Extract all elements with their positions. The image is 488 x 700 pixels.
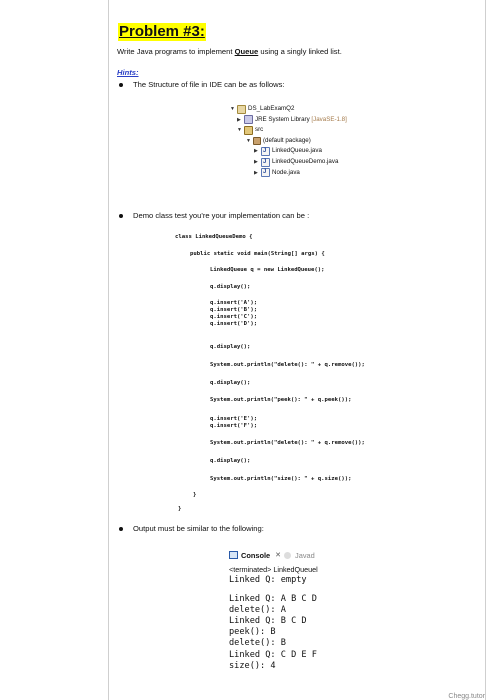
console-output-line: delete(): A [229,605,286,616]
code-class-line: class LinkedQueueDemo { [175,234,253,240]
task-description: Write Java programs to implement Queue u… [117,47,342,56]
console-output-line: delete(): B [229,638,286,649]
console-output-line: Linked Q: B C D [229,616,307,627]
tree-library: ▶ JRE System Library [JavaSE-1.8] [230,115,347,126]
code-insert: q.insert('E'); [210,416,258,422]
bullet-dot [119,527,123,531]
code-peek: System.out.println("peek(): " + q.peek()… [210,397,352,403]
code-insert: q.insert('B'); [210,307,258,313]
expand-triangle-icon: ▼ [246,137,251,144]
document-page [108,0,486,700]
console-output-line: peek(): B [229,627,276,638]
code-display: q.display(); [210,380,251,386]
code-insert: q.insert('C'); [210,314,258,320]
code-insert: q.insert('D'); [210,321,258,327]
code-display: q.display(); [210,344,251,350]
source-folder-icon [244,125,253,135]
code-remove: System.out.println("delete(): " + q.remo… [210,362,365,368]
console-output-line: Linked Q: empty [229,575,307,585]
console-tab-bar: Console ✕ Javad [229,549,318,561]
code-main-line: public static void main(String[] args) { [190,251,325,257]
java-file-icon [261,167,270,178]
console-output-line: size(): 4 [229,660,276,671]
ide-file-tree: ▼ DS_LabExamQ2 ▶ JRE System Library [Jav… [230,104,347,178]
file-name: Node.java [272,168,300,176]
java-file-icon [261,157,270,167]
code-insert: q.insert('F'); [210,423,258,429]
console-output-line: Linked Q: C D E F [229,649,317,660]
collapsed-triangle-icon: ▶ [254,148,258,155]
library-icon [244,115,253,125]
task-keyword: Queue [234,47,259,56]
bullet-dot [119,214,123,218]
tree-file: ▶ LinkedQueueDemo.java [230,157,347,168]
tree-package: ▼ (default package) [230,136,347,147]
tree-src: ▼ src [230,125,347,136]
library-version: [JavaSE-1.8] [311,115,347,123]
code-insert: q.insert('A'); [210,300,258,306]
code-size: System.out.println("size(): " + q.size()… [210,476,352,482]
bullet-text: Demo class test you're your implementati… [133,211,310,220]
file-name: LinkedQueueDemo.java [272,157,339,165]
corner-watermark: Chegg.tutor [448,693,485,700]
code-remove: System.out.println("delete(): " + q.remo… [210,440,365,446]
src-name: src [255,126,264,134]
code-display: q.display(); [210,458,251,464]
code-close-brace: } [193,492,197,498]
library-name: JRE System Library [255,115,310,123]
tree-project: ▼ DS_LabExamQ2 [230,104,347,115]
bullet-demo: Demo class test you're your implementati… [119,211,309,220]
terminated-label: <terminated> LinkedQueuel [229,565,318,574]
code-declaration: LinkedQueue q = new LinkedQueue(); [210,267,325,273]
console-icon [229,551,238,559]
code-display: q.display(); [210,284,251,290]
problem-title: Problem #3: [118,23,206,41]
tree-file: ▶ Node.java [230,167,347,179]
expand-triangle-icon: ▼ [237,127,242,134]
bullet-text: Output must be similar to the following: [133,524,264,533]
bullet-structure: The Structure of file in IDE can be as f… [119,80,285,89]
javadoc-icon [284,551,292,559]
task-prefix: Write Java programs to implement [117,47,235,56]
collapsed-triangle-icon: ▶ [237,116,241,123]
code-close-brace: } [178,506,182,512]
task-suffix: using a singly linked list. [258,47,342,56]
console-tab[interactable]: Console [241,550,271,560]
console-panel: Console ✕ Javad <terminated> LinkedQueue… [229,549,318,671]
package-icon [253,137,261,146]
javadoc-tab[interactable]: Javad [295,550,315,560]
collapsed-triangle-icon: ▶ [254,158,258,165]
bullet-dot [119,83,123,87]
file-name: LinkedQueue.java [272,147,322,155]
collapsed-triangle-icon: ▶ [254,169,258,176]
expand-triangle-icon: ▼ [230,106,235,112]
bullet-text: The Structure of file in IDE can be as f… [133,80,285,89]
java-file-icon [261,146,270,157]
project-icon [237,104,246,114]
tree-file: ▶ LinkedQueue.java [230,146,347,157]
project-name: DS_LabExamQ2 [248,105,295,112]
close-icon[interactable]: ✕ [275,552,282,559]
bullet-output: Output must be similar to the following: [119,524,264,533]
hints-label: Hints: [117,68,139,77]
console-output-line: Linked Q: A B C D [229,594,317,605]
package-name: (default package) [263,136,311,144]
